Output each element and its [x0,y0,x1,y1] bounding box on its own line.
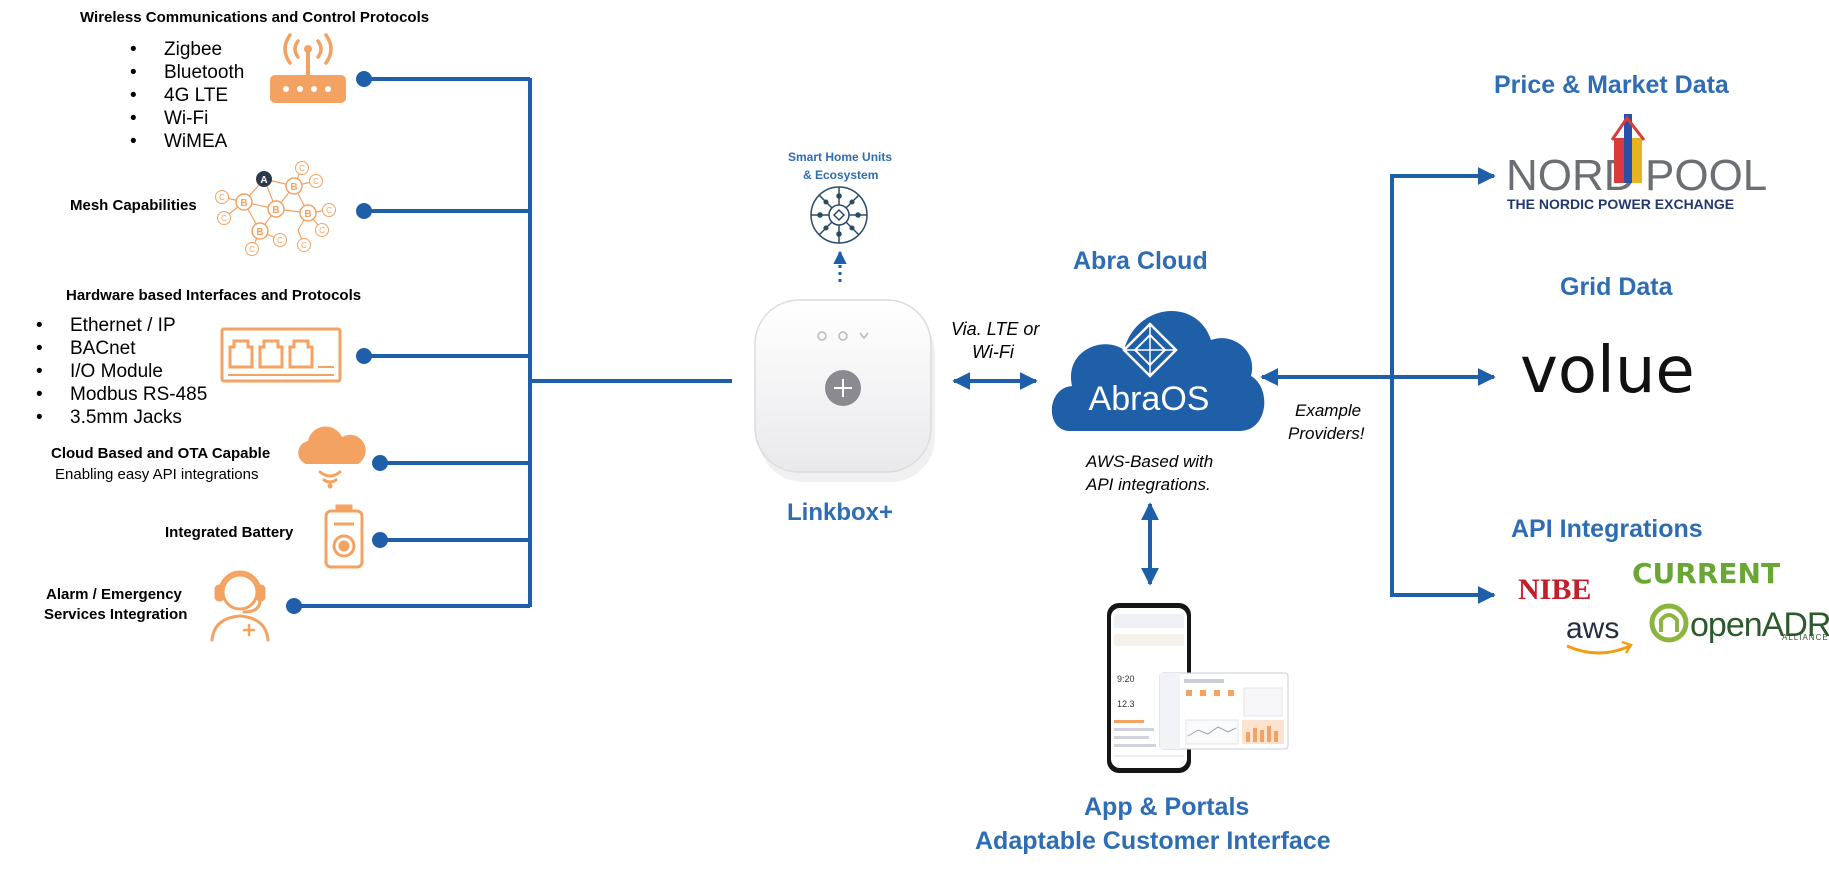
hardware-title: Hardware based Interfaces and Protocols [66,287,362,304]
app-portal-mockup [1159,672,1289,750]
ethernet-ports-icon [220,327,342,383]
device-label: Linkbox+ [787,499,894,526]
list-item: I/O Module [36,360,207,383]
alarm-title-line1: Alarm / Emergency [46,586,182,603]
phone-value: 12.3 [1117,699,1135,709]
providers-note-line2: Providers! [1288,424,1365,443]
device-drop-led [838,331,848,341]
smart-home-label-line2: & Ecosystem [803,168,879,182]
svg-text:C: C [219,193,225,202]
connector-dots [286,71,388,614]
svg-text:C: C [319,226,325,235]
smart-home-ecosystem-icon [810,186,868,244]
openadr-mark-icon [1649,603,1689,643]
svg-text:B: B [256,227,263,238]
grid-data-title: Grid Data [1560,273,1673,301]
mesh-title: Mesh Capabilities [70,197,197,214]
aws-logo: aws [1566,612,1619,645]
headset-operator-icon [210,570,270,642]
svg-text:B: B [290,182,297,193]
cloud-desc-line2: API integrations. [1086,475,1211,494]
aws-arrow-icon [1621,640,1633,654]
app-title-line2: Adaptable Customer Interface [975,827,1331,855]
wireless-title: Wireless Communications and Control Prot… [80,9,430,26]
svg-text:B: B [240,198,247,209]
abra-cloud-title: Abra Cloud [1073,247,1208,275]
mesh-network-icon: A BBB BB CCC CCC CCC [215,161,336,256]
linkbox-device [754,299,935,482]
list-item: 3.5mm Jacks [36,406,207,429]
cloud-desc-line1: AWS-Based with [1086,452,1214,471]
provider-bracket [1260,167,1496,604]
list-item: BACnet [36,337,207,360]
svg-text:C: C [301,241,307,250]
svg-text:A: A [260,175,267,186]
svg-text:C: C [299,164,305,173]
current-logo: CURRENT [1632,557,1780,590]
battery-icon [324,504,364,569]
phone-time: 9:20 [1117,674,1135,684]
wireless-list: Zigbee Bluetooth 4G LTE Wi-Fi WiMEA [130,38,244,153]
cloud-capable-subtitle: Enabling easy API integrations [55,466,259,483]
svg-text:C: C [277,236,283,245]
list-item: Bluetooth [130,61,244,84]
smart-home-label-line1: Smart Home Units [788,150,893,164]
providers-note-line1: Example [1295,401,1362,420]
abraos-logo-text: AbraOS [1089,380,1210,418]
aws-smile-icon [1566,644,1631,655]
hardware-list: Ethernet / IP BACnet I/O Module Modbus R… [36,314,207,429]
alarm-title-line2: Services Integration [44,606,188,623]
nordpool-logo-left: NORD [1506,151,1636,200]
abra-cloud-shape: AbraOS [1051,310,1265,431]
nordpool-logo-right: POOL [1645,151,1767,200]
openadr-logo-sub: ALLIANCE [1782,633,1829,642]
cloud-wireless-icon [298,426,366,489]
openadr-logo-text: openADR [1690,606,1829,644]
list-item: WiMEA [130,130,244,153]
nordpool-logo: NORD POOL THE NORDIC POWER EXCHANGE [1506,114,1767,212]
cloud-capable-title: Cloud Based and OTA Capable [51,445,271,462]
left-connector-bus [294,77,732,608]
volue-logo: volue [1520,334,1695,408]
nordpool-logo-sub: THE NORDIC POWER EXCHANGE [1507,196,1734,212]
list-item: 4G LTE [130,84,244,107]
svg-text:B: B [272,205,279,216]
list-item: Zigbee [130,38,244,61]
app-title-line1: App & Portals [1084,793,1250,821]
battery-title: Integrated Battery [165,524,294,541]
api-integrations-title: API Integrations [1511,515,1703,543]
device-heart-led [859,332,869,340]
list-item: Ethernet / IP [36,314,207,337]
list-item: Wi-Fi [130,107,244,130]
list-item: Modbus RS-485 [36,383,207,406]
connection-label-line2: Wi-Fi [972,342,1014,362]
connection-label-line1: Via. LTE or [951,319,1040,339]
router-icon [270,33,346,103]
price-market-title: Price & Market Data [1494,71,1729,99]
svg-text:B: B [304,209,311,220]
svg-text:C: C [326,206,332,215]
device-status-led [817,331,827,341]
svg-text:C: C [313,177,319,186]
svg-text:C: C [249,245,255,254]
openadr-logo: openADR ALLIANCE [1649,603,1829,644]
nibe-logo: NIBE [1518,573,1591,606]
svg-text:C: C [221,214,227,223]
